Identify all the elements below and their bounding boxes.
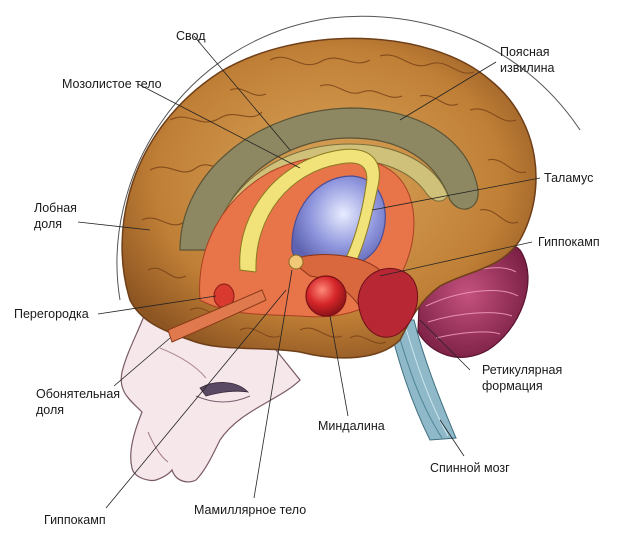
label-svod: Свод [176,29,206,43]
olfactory-lobe [167,289,267,343]
label-mindalina: Миндалина [318,419,385,433]
label-spinnoy-mozg: Спинной мозг [430,461,510,475]
amygdala [305,275,347,317]
reticular-formation-structure [357,267,419,338]
label-obonyatelnaya-1: Обонятельная [36,387,120,401]
skull-outline [116,15,581,301]
label-poyasnaya-1: Поясная [500,45,550,59]
label-retikulyarnaya-2: формация [482,379,543,393]
label-retikulyarnaya-1: Ретикулярная [482,363,562,377]
cingulate-gyrus [179,107,479,251]
spinal-cord [387,319,457,441]
label-lobnaya-1: Лобная [34,201,77,215]
mammillary-body [288,254,304,270]
label-gippokamp-bottom: Гиппокамп [44,513,106,527]
labels: Свод Мозолистое тело Поясная извилина Ло… [14,29,600,527]
label-peregorodka: Перегородка [14,307,89,321]
label-gippokamp-right: Гиппокамп [538,235,600,249]
leader-lines [77,35,541,509]
label-poyasnaya-2: извилина [500,61,555,75]
label-mozolistoe-telo: Мозолистое тело [62,77,162,91]
label-talamus: Таламус [544,171,593,185]
label-mamillyarnoe-telo: Мамиллярное тело [194,503,306,517]
label-lobnaya-2: доля [34,217,62,231]
label-obonyatelnaya-2: доля [36,403,64,417]
